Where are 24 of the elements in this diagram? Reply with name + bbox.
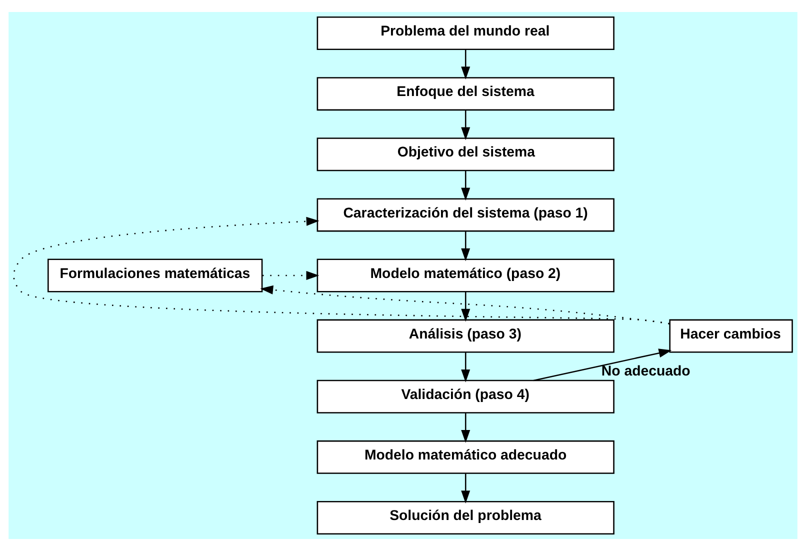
node-box: Objetivo del sistema [316,137,614,171]
arrow [260,284,670,324]
node-box: Formulaciones matemáticas [48,258,263,292]
node-box: Hacer cambios [669,318,793,352]
node-box: Caracterización del sistema (paso 1) [316,198,614,232]
arrow [461,170,470,200]
edge-label: No adecuado [601,363,690,380]
node-box: Análisis (paso 3) [316,318,614,352]
arrow [262,270,320,280]
node-box: Solución del problema [316,500,614,534]
arrow [461,230,470,261]
node-box: Modelo matemático adecuado [316,440,614,474]
arrow [13,216,670,324]
arrow [461,412,470,442]
arrow [461,110,470,140]
arrow [461,292,470,322]
node-box: Modelo matemático (paso 2) [316,258,614,292]
arrow [461,49,470,80]
node-box: Validación (paso 4) [316,379,614,413]
arrow [461,352,470,382]
node-box: Enfoque del sistema [316,76,614,110]
node-box: Problema del mundo real [316,16,614,50]
arrow [461,473,470,503]
arrow [533,348,672,381]
